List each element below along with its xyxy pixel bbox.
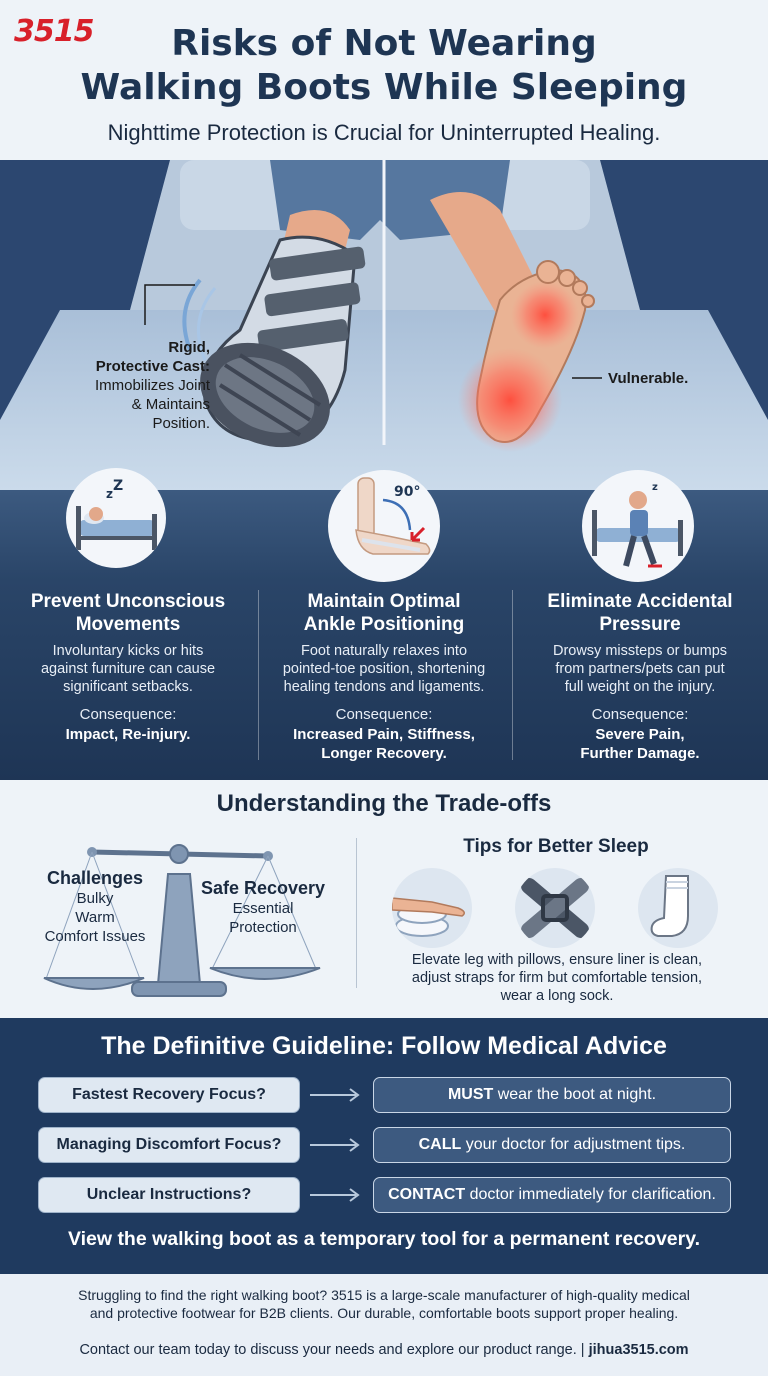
- consequence-label: Consequence:: [591, 706, 689, 723]
- question-box: Unclear Instructions?: [38, 1177, 300, 1213]
- answer-box: CALL your doctor for adjustment tips.: [373, 1127, 731, 1163]
- svg-text:Z: Z: [113, 478, 123, 494]
- risk-title: Maintain Optimal Ankle Positioning: [303, 591, 465, 635]
- header: 3515 Risks of Not Wearing Walking Boots …: [0, 0, 768, 160]
- tradeoffs-section: Understanding the Trade-offs Challenges …: [0, 780, 768, 1018]
- balance-scale-icon: [43, 844, 321, 997]
- risk-card-movements: z Z Prevent Unconscious Movements Involu…: [0, 468, 256, 780]
- risks-section: z Z Prevent Unconscious Movements Involu…: [0, 468, 768, 780]
- sock-icon: [638, 868, 718, 948]
- consequence-value: Impact, Re-injury.: [65, 726, 191, 743]
- divider: [512, 590, 513, 760]
- divider: [356, 838, 357, 988]
- risk-description: Foot naturally relaxes into pointed-toe …: [282, 643, 486, 695]
- question-box: Managing Discomfort Focus?: [38, 1127, 300, 1163]
- strap-icon: [515, 868, 595, 948]
- tradeoffs-title: Understanding the Trade-offs: [216, 790, 552, 817]
- footer-contact: Contact our team today to discuss your n…: [79, 1342, 689, 1358]
- answer-box: MUST wear the boot at night.: [373, 1077, 731, 1113]
- drowsy-person-icon: z: [582, 470, 694, 582]
- consequence-value: Severe Pain, Further Damage.: [580, 726, 700, 762]
- risk-card-pressure: z Eliminate Accidental Pressure Drowsy m…: [512, 470, 768, 780]
- footer-promo: Struggling to find the right walking boo…: [78, 1287, 690, 1321]
- risk-description: Drowsy missteps or bumps from partners/p…: [552, 643, 728, 695]
- vulnerable-label: Vulnerable.: [608, 370, 689, 387]
- footer: Struggling to find the right walking boo…: [0, 1274, 768, 1376]
- guideline-title: The Definitive Guideline: Follow Medical…: [101, 1032, 667, 1060]
- consequence-value: Increased Pain, Stiffness, Longer Recove…: [293, 726, 475, 762]
- svg-text:z: z: [106, 487, 113, 501]
- safe-recovery-block: Safe Recovery Essential Protection: [200, 878, 326, 936]
- question-box: Fastest Recovery Focus?: [38, 1077, 300, 1113]
- page-title: Risks of Not Wearing Walking Boots While…: [80, 23, 688, 108]
- arrow-right-icon: [310, 1088, 360, 1102]
- ankle-angle-icon: 90°: [328, 470, 440, 582]
- consequence-label: Consequence:: [79, 706, 177, 723]
- svg-text:90°: 90°: [394, 484, 420, 500]
- divider: [258, 590, 259, 760]
- risk-title: Eliminate Accidental Pressure: [547, 591, 733, 635]
- risk-card-positioning: 90° Maintain Optimal Ankle Positioning F…: [256, 470, 512, 780]
- tips-title: Tips for Better Sleep: [463, 836, 649, 857]
- svg-text:z: z: [652, 482, 658, 493]
- page-subtitle: Nighttime Protection is Crucial for Unin…: [107, 120, 661, 145]
- boot-label: Rigid, Protective Cast: Immobilizes Join…: [94, 339, 210, 432]
- inflammation-glow-icon: [511, 281, 579, 349]
- brand-logo[interactable]: 3515: [14, 14, 94, 49]
- guideline-footer: View the walking boot as a temporary too…: [67, 1228, 701, 1250]
- walking-boot-icon: [200, 235, 366, 448]
- sleeping-person-icon: z Z: [66, 468, 166, 568]
- answer-box: CONTACT doctor immediately for clarifica…: [373, 1177, 731, 1213]
- challenges-block: Challenges Bulky Warm Comfort Issues: [44, 868, 146, 945]
- risk-description: Involuntary kicks or hits against furnit…: [40, 643, 216, 695]
- consequence-label: Consequence:: [335, 706, 433, 723]
- arrow-right-icon: [310, 1188, 360, 1202]
- tips-text: Elevate leg with pillows, ensure liner i…: [411, 952, 703, 1004]
- elevated-leg-pillow-icon: [392, 868, 472, 948]
- risk-title: Prevent Unconscious Movements: [30, 591, 226, 635]
- hero-illustration: Rigid, Protective Cast: Immobilizes Join…: [0, 160, 768, 490]
- arrow-right-icon: [310, 1138, 360, 1152]
- guideline-section: The Definitive Guideline: Follow Medical…: [0, 1018, 768, 1274]
- website-link[interactable]: jihua3515.com: [588, 1342, 689, 1358]
- hero-scene: [0, 160, 768, 490]
